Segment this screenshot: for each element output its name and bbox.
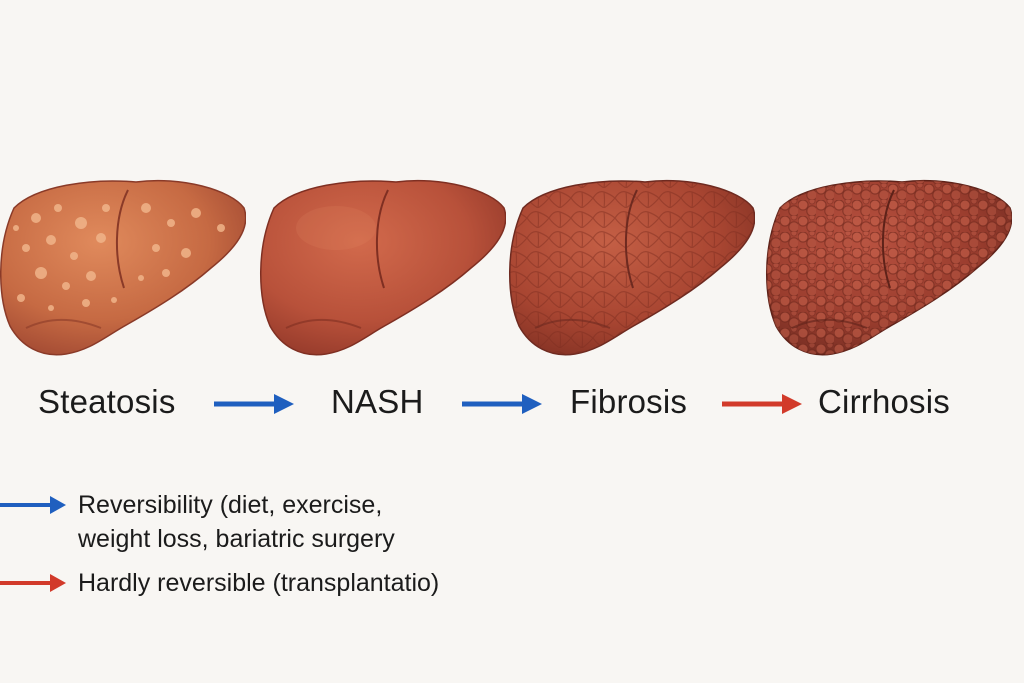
legend-text-irreversible: Hardly reversible (transplantatio) [78, 566, 439, 600]
liver-nash-image [260, 179, 506, 356]
stage-label-cirrhosis: Cirrhosis [818, 383, 950, 420]
arrow-right-red-icon [0, 574, 66, 592]
legend-line: Reversibility (diet, exercise, [78, 491, 383, 519]
arrow-right-red-icon [722, 394, 802, 414]
legend-text-reversible: Reversibility (diet, exercise, weight lo… [78, 488, 395, 556]
arrow-right-blue-icon [0, 496, 66, 514]
legend-line: weight loss, bariatric surgery [78, 525, 395, 553]
stage-label-nash: NASH [331, 383, 424, 420]
legend-line: Hardly reversible (transplantatio) [78, 569, 440, 597]
liver-cirrhosis-image [766, 179, 1012, 356]
stage-label-steatosis: Steatosis [38, 383, 176, 420]
liver-fibrosis-image [509, 179, 755, 356]
stage-label-fibrosis: Fibrosis [570, 383, 688, 420]
legend-item-reversible: Reversibility (diet, exercise, weight lo… [0, 488, 395, 556]
legend-item-irreversible: Hardly reversible (transplantatio) [0, 566, 439, 600]
arrow-right-blue-icon [462, 394, 542, 414]
arrow-right-blue-icon [214, 394, 294, 414]
liver-steatosis-image [0, 179, 246, 356]
